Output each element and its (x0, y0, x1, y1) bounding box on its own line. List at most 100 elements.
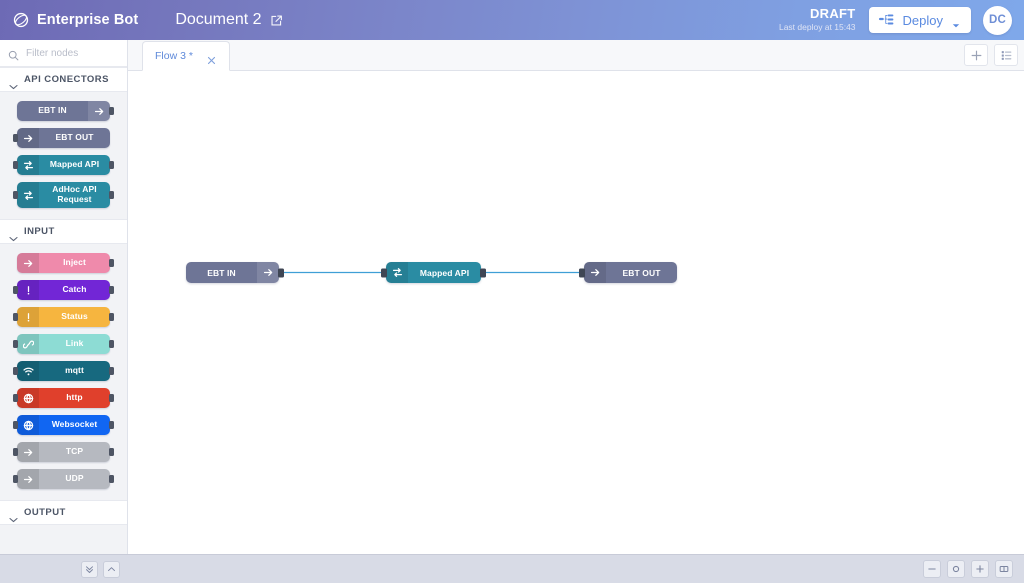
zoom-out-button[interactable] (923, 560, 941, 578)
canvas-node-ebt-out[interactable]: EBT OUT (579, 262, 677, 283)
circle-icon (951, 564, 961, 574)
node-output-port[interactable] (109, 475, 114, 483)
palette-node-tcp[interactable]: TCP (13, 442, 114, 462)
node-output-port[interactable] (109, 191, 114, 199)
collapse-all-button[interactable] (81, 560, 98, 578)
arrow-right-icon (17, 469, 39, 489)
palette-collapse-controls (0, 560, 128, 578)
deploy-button[interactable]: Deploy (868, 7, 971, 33)
list-icon (1001, 50, 1012, 61)
deploy-status: DRAFT Last deploy at 15:43 (779, 6, 856, 33)
palette-node-inject[interactable]: Inject (17, 253, 114, 273)
palette-group-header-output[interactable]: OUTPUT (0, 500, 127, 525)
avatar[interactable]: DC (983, 5, 1012, 35)
caret-down-icon[interactable] (952, 17, 960, 28)
arrow-right-icon (17, 442, 39, 462)
canvas-node-input-port[interactable] (579, 268, 585, 277)
brand[interactable]: Enterprise Bot (12, 11, 138, 29)
expand-all-button[interactable] (103, 560, 120, 578)
palette-node-mapped-api[interactable]: Mapped API (13, 155, 114, 175)
node-input-port[interactable] (13, 448, 18, 456)
node-output-port[interactable] (109, 421, 114, 429)
palette-node-adhoc-api-request[interactable]: AdHoc API Request (13, 182, 114, 208)
node-input-port[interactable] (13, 134, 18, 142)
arrow-right-icon (257, 262, 279, 283)
arrow-right-icon (17, 253, 39, 273)
flow-tab-label: Flow 3 * (155, 50, 193, 62)
deploy-button-label: Deploy (902, 12, 943, 28)
palette-node-label: Inject (63, 258, 86, 268)
node-output-port[interactable] (109, 394, 114, 402)
palette-node-http[interactable]: http (13, 388, 114, 408)
plus-icon (971, 50, 982, 61)
node-output-port[interactable] (109, 313, 114, 321)
palette-node-websocket[interactable]: Websocket (13, 415, 114, 435)
node-input-port[interactable] (13, 313, 18, 321)
palette-node-ebt-in[interactable]: EBT IN (17, 101, 114, 121)
transfer-icon (386, 262, 408, 283)
search-input[interactable] (26, 47, 119, 59)
palette-node-label: AdHoc API Request (52, 185, 97, 204)
node-output-port[interactable] (109, 367, 114, 375)
node-output-port[interactable] (109, 286, 114, 294)
canvas-node-ebt-in[interactable]: EBT IN (186, 262, 284, 283)
palette-scroll-region[interactable]: API CONECTORS EBT IN EBT OUT Mapped API AdHo… (0, 67, 127, 583)
node-input-port[interactable] (13, 191, 18, 199)
palette-node-label: Catch (62, 285, 87, 295)
palette-node-label: http (66, 393, 83, 403)
canvas-node-mapped-api[interactable]: Mapped API (381, 262, 486, 283)
palette-node-catch[interactable]: Catch (13, 280, 114, 300)
add-flow-button[interactable] (964, 44, 988, 66)
flow-tab[interactable]: Flow 3 * (142, 41, 230, 71)
palette-node-label: Status (61, 312, 88, 322)
arrow-right-icon (584, 262, 606, 283)
node-input-port[interactable] (13, 475, 18, 483)
node-output-port[interactable] (109, 340, 114, 348)
flow-list-button[interactable] (994, 44, 1018, 66)
palette-group-body: EBT IN EBT OUT Mapped API AdHoc API Request (0, 92, 127, 219)
palette-node-mqtt[interactable]: mqtt (13, 361, 114, 381)
node-input-port[interactable] (13, 340, 18, 348)
canvas-node-label: Mapped API (419, 267, 470, 278)
chevrons-down-icon (85, 565, 94, 574)
palette-node-status[interactable]: Status (13, 307, 114, 327)
page-title: Document 2 (175, 11, 262, 28)
flow-canvas[interactable]: EBT IN Mapped API EBT OUT (128, 71, 1024, 554)
node-input-port[interactable] (13, 367, 18, 375)
node-output-port[interactable] (109, 259, 114, 267)
node-input-port[interactable] (13, 161, 18, 169)
arrow-right-icon (88, 101, 110, 121)
node-output-port[interactable] (109, 107, 114, 115)
palette-node-label: Websocket (51, 420, 98, 430)
canvas-node-output-port[interactable] (278, 268, 284, 277)
zoom-reset-button[interactable] (947, 560, 965, 578)
close-icon[interactable] (207, 52, 216, 64)
wifi-icon (17, 361, 39, 381)
zoom-in-button[interactable] (971, 560, 989, 578)
node-palette-sidebar: API CONECTORS EBT IN EBT OUT Mapped API AdHo… (0, 40, 128, 583)
palette-node-udp[interactable]: UDP (13, 469, 114, 489)
zoom-fit-button[interactable] (995, 560, 1013, 578)
plus-icon (975, 564, 985, 574)
node-input-port[interactable] (13, 286, 18, 294)
chevron-down-icon (9, 77, 18, 89)
canvas-node-input-port[interactable] (381, 268, 387, 277)
palette-group-header-input[interactable]: INPUT (0, 219, 127, 244)
node-output-port[interactable] (109, 448, 114, 456)
palette-node-link[interactable]: Link (13, 334, 114, 354)
brand-name: Enterprise Bot (37, 12, 139, 28)
canvas-node-output-port[interactable] (480, 268, 486, 277)
status-bar (0, 554, 1024, 583)
sitemap-icon (878, 14, 894, 26)
palette-node-ebt-out[interactable]: EBT OUT (13, 128, 110, 148)
node-input-port[interactable] (13, 394, 18, 402)
palette-group-header-api-conectors[interactable]: API CONECTORS (0, 67, 127, 92)
node-input-port[interactable] (13, 421, 18, 429)
node-output-port[interactable] (109, 161, 114, 169)
edit-square-icon[interactable] (270, 14, 283, 27)
link-icon (17, 334, 39, 354)
palette-node-label: mqtt (65, 366, 84, 376)
globe-icon (17, 388, 39, 408)
palette-node-label: Link (65, 339, 84, 349)
